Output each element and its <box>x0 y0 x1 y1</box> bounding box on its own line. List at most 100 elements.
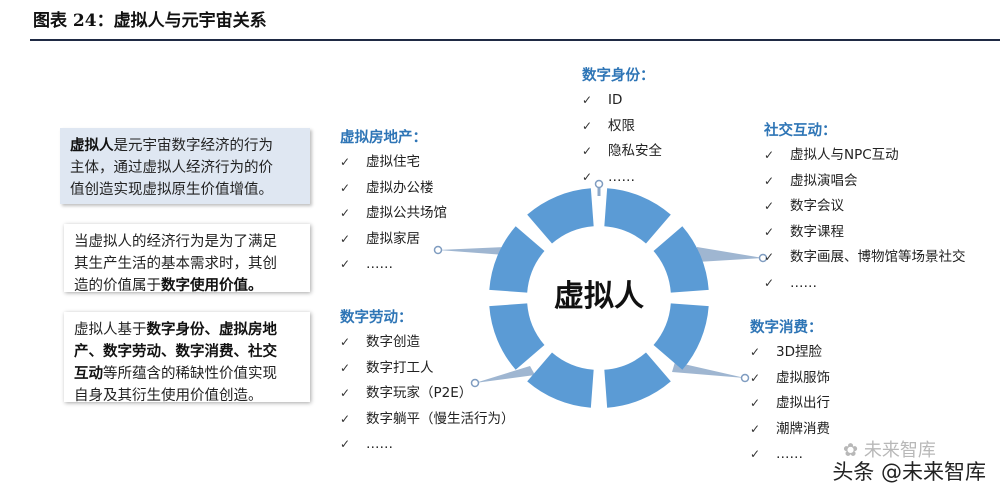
list-item: ✓ 虚拟公共场馆 <box>340 201 447 227</box>
group-digital-labor: 数字劳动：✓数字创造✓数字打工人✓数字玩家（P2E）✓数字躺平（慢生活行为）✓…… <box>340 306 515 458</box>
ring-segment <box>527 352 594 408</box>
group-title: 数字身份： <box>582 68 655 84</box>
description-box-1: 虚拟人是元宇宙数字经济的行为主体，通过虚拟人经济行为的价值创造实现虚拟原生价值增… <box>60 128 310 204</box>
list-item-label: 数字会议 <box>790 198 844 214</box>
check-icon: ✓ <box>582 169 593 184</box>
list-item: ✓ 数字玩家（P2E） <box>340 381 515 407</box>
ring-segment <box>489 303 545 370</box>
group-digital-consumption: 数字消费：✓3D捏脸✓虚拟服饰✓虚拟出行✓潮牌消费✓…… <box>750 316 830 468</box>
list-item: ✓虚拟住宅 <box>340 150 447 176</box>
list-item-label: 数字打工人 <box>366 359 434 376</box>
ring-segment <box>527 188 594 244</box>
description-line: 主体，通过虚拟人经济行为的价 <box>70 157 300 179</box>
ring-segment <box>604 352 671 408</box>
description-text: 值创造实现虚拟原生价值增值。 <box>70 182 273 198</box>
list-item-label: 虚拟公共场馆 <box>366 205 447 221</box>
check-icon: ✓ <box>340 231 351 246</box>
list-item: ✓虚拟办公楼 <box>340 176 447 202</box>
list-item: ✓虚拟人与NPC互动 <box>764 143 966 169</box>
description-line: 互动等所蕴含的稀缺性价值实现 <box>74 363 300 385</box>
list-item-label: 隐私安全 <box>608 143 662 159</box>
list-item: ✓ID <box>582 88 662 114</box>
check-icon: ✓ <box>340 257 351 271</box>
watermark-logo: ✿ 未来智库 <box>843 436 936 462</box>
list-item: ✓虚拟服饰 <box>750 366 830 392</box>
list-item: ✓…… <box>764 271 966 297</box>
check-icon: ✓ <box>764 173 775 188</box>
description-text: 造的价值属于 <box>74 278 161 294</box>
list-item-label: 虚拟出行 <box>776 395 830 411</box>
list-item-label: 权限 <box>608 117 635 134</box>
check-icon: ✓ <box>750 447 761 461</box>
description-line: 产、数字劳动、数字消费、社交 <box>74 341 300 363</box>
list-item: ✓…… <box>750 442 830 468</box>
list-item: ✓数字画展、博物馆等场景社交 <box>764 245 966 271</box>
watermark-logo-text: 未来智库 <box>863 440 936 461</box>
description-highlight: 数字使用价值。 <box>161 278 263 294</box>
list-item: ✓ …… <box>340 252 447 278</box>
list-item-label: 虚拟人与NPC互动 <box>790 147 899 163</box>
description-highlight: 虚拟人 <box>70 138 114 154</box>
list-item: ✓ 虚拟演唱会 <box>764 169 966 195</box>
list-item-label: …… <box>366 256 393 272</box>
check-icon: ✓ <box>582 118 593 133</box>
list-item-label: 虚拟办公楼 <box>366 179 434 196</box>
check-icon: ✓ <box>340 386 351 400</box>
group-digital-identity: 数字身份：✓ID✓权限✓隐私安全✓…… <box>582 64 662 190</box>
list-item-label: 数字课程 <box>790 223 844 240</box>
description-text: 主体，通过虚拟人经济行为的价 <box>70 160 273 176</box>
group-title: 虚拟房地产： <box>340 130 427 146</box>
list-item: ✓ 权限 <box>582 114 662 140</box>
connectors <box>433 179 768 388</box>
ring-segment <box>604 188 671 244</box>
list-item-label: 数字画展、博物馆等场景社交 <box>790 249 966 265</box>
list-item-label: 虚拟家居 <box>366 230 420 247</box>
list-item-label: 数字躺平（慢生活行为） <box>366 410 515 427</box>
check-icon: ✓ <box>750 370 761 385</box>
description-highlight: 产、数字劳动、数字消费、社交 <box>74 344 277 360</box>
list-item: ✓ 虚拟家居 <box>340 227 447 253</box>
description-box-3: 虚拟人基于数字身份、虚拟房地产、数字劳动、数字消费、社交互动等所蕴含的稀缺性价值… <box>64 312 310 404</box>
wechat-icon: ✿ <box>843 440 859 461</box>
list-item: ✓ 数字创造 <box>340 330 515 356</box>
connector-identity <box>594 179 604 196</box>
description-line: 虚拟人基于数字身份、虚拟房地 <box>74 319 300 341</box>
description-line: 自身及其衍生使用价值创造。 <box>74 385 300 407</box>
check-icon: ✓ <box>764 224 775 239</box>
check-icon: ✓ <box>582 144 593 158</box>
list-item: ✓ 数字课程 <box>764 220 966 246</box>
group-title: 社交互动： <box>764 123 837 139</box>
list-item: ✓ 数字会议 <box>764 194 966 220</box>
description-line: 造的价值属于数字使用价值。 <box>74 275 300 297</box>
check-icon: ✓ <box>750 396 761 410</box>
group-title: 数字劳动： <box>340 310 413 326</box>
check-icon: ✓ <box>340 437 351 451</box>
check-icon: ✓ <box>582 93 593 107</box>
description-text: 自身及其衍生使用价值创造。 <box>74 388 263 404</box>
ring-segment <box>653 226 709 293</box>
header-divider <box>30 39 1000 41</box>
list-item: ✓3D捏脸 <box>750 340 830 366</box>
description-text: 虚拟人基于 <box>74 322 147 338</box>
group-virtual-real-estate: 虚拟房地产： ✓虚拟住宅✓虚拟办公楼 ✓ 虚拟公共场馆 ✓ 虚拟家居 ✓ …… <box>340 126 447 278</box>
description-text: 是元宇宙数字经济的行为 <box>113 138 274 154</box>
list-item: ✓ 隐私安全 <box>582 139 662 165</box>
description-line: 虚拟人是元宇宙数字经济的行为 <box>70 135 300 157</box>
list-item: ✓数字打工人 <box>340 356 515 382</box>
list-item-label: 虚拟演唱会 <box>790 172 858 189</box>
check-icon: ✓ <box>764 199 775 213</box>
list-item-label: …… <box>366 436 393 452</box>
list-item-label: 数字创造 <box>366 334 420 350</box>
ring-segment <box>489 226 545 293</box>
center-label: 虚拟人 <box>554 279 644 314</box>
list-item: ✓ …… <box>340 432 515 458</box>
list-item-label: 数字玩家（P2E） <box>366 385 473 401</box>
ring-segment <box>653 303 709 370</box>
description-line: 其生产生活的基本需求时，其创 <box>74 253 300 275</box>
check-icon: ✓ <box>340 335 351 349</box>
description-box-2: 当虚拟人的经济行为是为了满足其生产生活的基本需求时，其创造的价值属于数字使用价值… <box>64 224 310 294</box>
connector-consumption <box>672 362 750 383</box>
list-item: ✓ 虚拟出行 <box>750 391 830 417</box>
check-icon: ✓ <box>340 206 351 220</box>
description-text: 其生产生活的基本需求时，其创 <box>74 256 277 272</box>
